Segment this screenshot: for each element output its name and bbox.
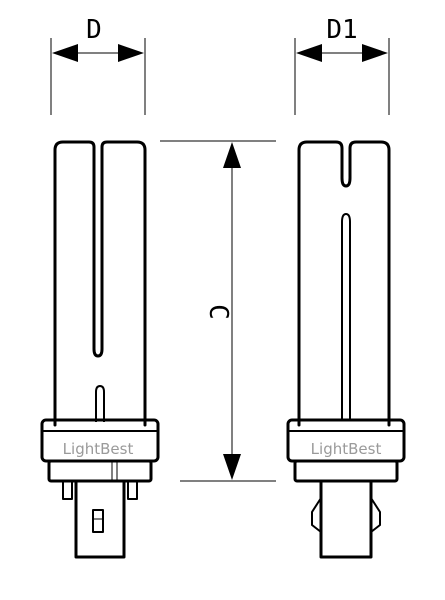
lamp-side-brand: LightBest — [311, 440, 382, 458]
lamp-front-plug — [74, 479, 126, 559]
lamp-front-pin-right — [127, 480, 138, 500]
c-arrow-bottom — [223, 454, 241, 480]
d1-arrow-left — [296, 44, 322, 62]
dimension-d1: D1 — [294, 15, 390, 115]
d-arrow-right — [118, 44, 144, 62]
c-arrow-top — [223, 142, 241, 168]
dimension-d: D — [50, 15, 146, 115]
lamp-front-brand: LightBest — [63, 440, 134, 458]
lamp-side-clip-right — [370, 497, 381, 533]
c-label: C — [203, 304, 233, 320]
dimension-c: C — [160, 140, 276, 482]
lamp-side-inner-slot — [341, 213, 351, 420]
lamp-front-view: LightBest — [40, 140, 160, 559]
lamp-front-plug-window — [92, 509, 104, 533]
d-arrow-left — [52, 44, 78, 62]
lamp-front-pin-left — [62, 480, 73, 500]
lamp-side-tube — [297, 140, 391, 427]
lamp-side-view: LightBest — [286, 140, 406, 559]
lamp-side-flange — [293, 459, 399, 483]
d1-arrow-right — [362, 44, 388, 62]
d-label: D — [86, 15, 102, 45]
d1-label: D1 — [326, 15, 357, 45]
lamp-side-clip-left — [311, 497, 322, 533]
lamp-front-tube — [53, 140, 147, 427]
lamp-front-lower-slot — [95, 385, 105, 422]
lamp-front-flange — [47, 459, 153, 483]
lamp-side-plug — [319, 479, 373, 559]
